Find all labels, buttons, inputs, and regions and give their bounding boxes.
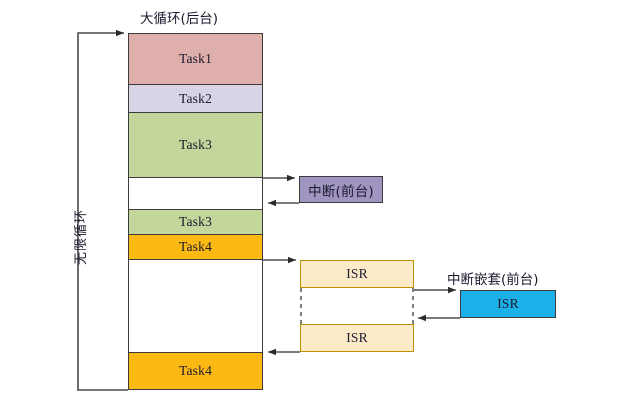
task-row-task2[interactable]: Task2	[128, 85, 263, 113]
nested-isr-box[interactable]: ISR	[460, 290, 556, 318]
task-row-label: Task1	[178, 51, 213, 66]
task-row-label: Task3	[178, 137, 213, 152]
interrupt-box-label: 中断(前台)	[308, 183, 374, 200]
nested-isr-box-label: ISR	[497, 296, 519, 311]
isr-box-second[interactable]: ISR	[300, 324, 414, 352]
task-row-task3-resumed[interactable]: Task3	[128, 209, 263, 235]
task-row-task1[interactable]: Task1	[128, 33, 263, 85]
task-gap-interrupt	[128, 178, 263, 209]
nested-interrupt-title: 中断嵌套(前台)	[447, 272, 539, 288]
task-row-label: Task4	[178, 239, 213, 254]
infinite-loop-arrow	[77, 29, 128, 391]
interrupt-box[interactable]: 中断(前台)	[299, 176, 383, 203]
task-row-label: Task4	[178, 363, 213, 378]
isr-guide-dashes	[300, 288, 414, 324]
isr-box-label: ISR	[346, 330, 368, 345]
task-row-label: Task2	[178, 90, 213, 106]
main-loop-title: 大循环(后台)	[140, 11, 219, 27]
isr-box-first[interactable]: ISR	[300, 260, 414, 288]
infinite-loop-label: 无限循环	[74, 208, 89, 265]
task-gap-isr	[128, 260, 263, 352]
task-row-task3-first[interactable]: Task3	[128, 113, 263, 178]
task-row-task4-resumed[interactable]: Task4	[128, 352, 263, 390]
task-row-task4-first[interactable]: Task4	[128, 235, 263, 260]
isr-box-label: ISR	[346, 266, 368, 281]
task-row-label: Task3	[178, 214, 213, 229]
